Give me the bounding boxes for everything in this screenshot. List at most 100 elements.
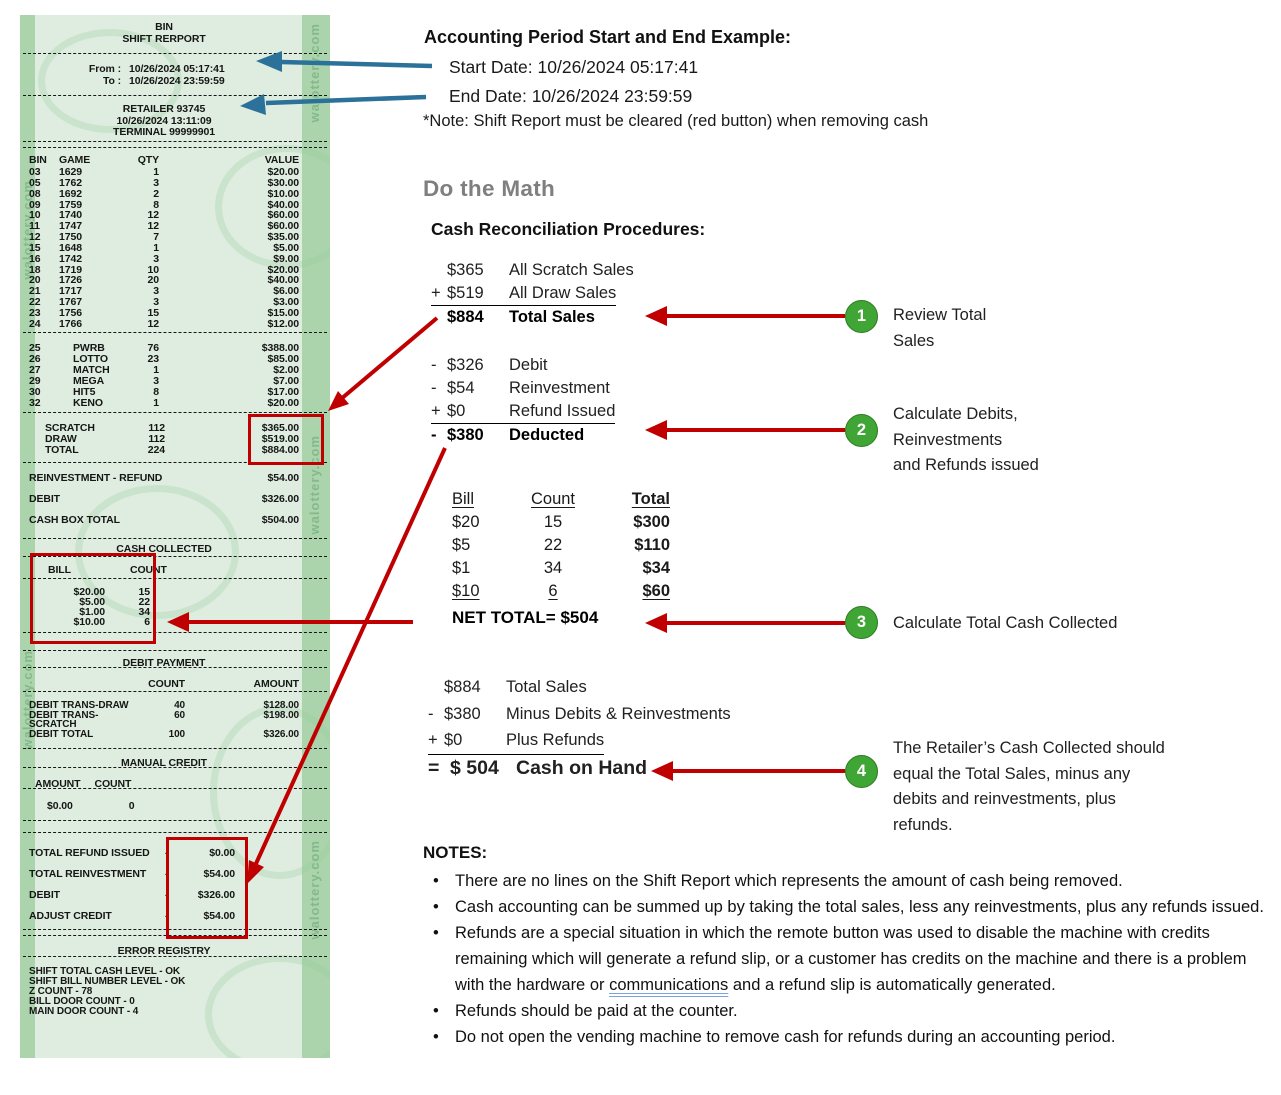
notes-heading: NOTES: [423, 843, 488, 862]
dashed-divider [23, 538, 327, 539]
do-the-math-heading: Do the Math [423, 176, 556, 201]
manual-amount-col: AMOUNT [35, 778, 81, 790]
dashed-divider [23, 820, 327, 821]
grammar-underlined-word: communications [609, 976, 729, 994]
adjustment-block: TOTAL REFUND ISSUED- $0.00 TOTAL REINVES… [29, 843, 299, 927]
watermark-swirl [38, 29, 182, 133]
step-3-caption: Calculate Total Cash Collected [893, 614, 1118, 632]
col-game: GAME [59, 154, 91, 166]
dashed-divider [23, 95, 327, 96]
adjustments-highlight-box [166, 837, 248, 939]
step-2-caption: Calculate Debits, Reinvestments and Refu… [893, 405, 1039, 474]
note-item: Refunds are a special situation in which… [433, 920, 1279, 998]
bill-col-label: BILL [48, 564, 71, 576]
to-label: To : [102, 75, 121, 87]
manual-credit-header: AMOUNT COUNT [29, 779, 299, 790]
clear-report-note: *Note: Shift Report must be cleared (red… [423, 112, 929, 130]
cash-table-row: $5 22 $110 [452, 536, 670, 554]
start-date-line: Start Date: 10/26/2024 05:17:41 [449, 57, 699, 77]
debit-row: DEBIT TRANS-SCRATCH 60$198.00 [29, 709, 299, 731]
total-header: Total [631, 490, 670, 508]
step-1-caption: Review Total Sales [893, 306, 987, 350]
summary-row: DEBIT$326.00 [29, 493, 299, 505]
from-value: 10/26/2024 05:17:41 [129, 63, 225, 75]
end-date-line: End Date: 10/26/2024 23:59:59 [449, 86, 693, 106]
arrow-step3-net-total [645, 613, 845, 633]
arrow-step2-deducted [645, 420, 845, 440]
debit-row: DEBIT TOTAL 100$326.00 [29, 728, 299, 740]
note-item: There are no lines on the Shift Report w… [433, 868, 1279, 894]
shift-report-receipt: walottery.com walottery.com walottery.co… [20, 15, 330, 1058]
dashed-divider [23, 650, 327, 651]
debit-amount-col: AMOUNT [253, 678, 300, 690]
watermark-text: walottery.com [307, 23, 322, 123]
dashed-divider [23, 748, 327, 749]
dashed-divider [23, 788, 327, 789]
cash-collected-highlight-box [30, 553, 156, 644]
totals-row: DRAW 112$519.00 [45, 433, 299, 445]
cash-table-row: $1 34 $34 [452, 559, 670, 577]
retailer-datetime: 10/26/2024 13:11:09 [116, 114, 212, 127]
summary-block: REINVESTMENT - REFUND$54.00 DEBIT$326.00… [29, 468, 299, 531]
col-bin: BIN [29, 154, 47, 166]
bin-table-header: BIN GAME QTY VALUE [29, 155, 299, 166]
receipt-title: BIN SHIFT RERPORT [29, 21, 299, 45]
manual-credit-row: $0.00 0 [29, 801, 299, 812]
receipt-title-line2: SHIFT RERPORT [122, 33, 206, 45]
step-2-badge: 2 [845, 414, 878, 447]
note-item: Refunds should be paid at the counter. [433, 998, 1279, 1024]
dashed-divider [23, 141, 327, 142]
notes-section: NOTES: There are no lines on the Shift R… [423, 840, 1279, 1050]
bill-count-header: BILL COUNT [29, 565, 299, 576]
error-registry-title: ERROR REGISTRY [117, 945, 211, 957]
debit-count-col: COUNT [148, 678, 185, 690]
cash-collected-table: Bill Count Total $20 15 $300 $5 22 $110 … [452, 488, 670, 628]
retailer-line: RETAILER 93745 [122, 103, 206, 115]
dashed-divider [23, 956, 327, 957]
net-total-line: NET TOTAL= $504 [452, 608, 599, 627]
watermark-swirl [215, 145, 330, 269]
dashed-divider [23, 767, 327, 768]
receipt-title-line1: BIN [155, 21, 173, 33]
error-registry-row: MAIN DOOR COUNT - 4 [29, 1006, 139, 1017]
watermark-text: walottery.com [307, 840, 322, 940]
manual-amount-value: $0.00 [47, 800, 73, 812]
totals-highlight-box [248, 414, 324, 465]
adjustment-row: TOTAL REFUND ISSUED- $0.00 [29, 847, 235, 859]
bill-header: Bill [452, 490, 475, 508]
dashed-divider [23, 832, 327, 833]
accounting-period-heading: Accounting Period Start and End Example: [424, 27, 792, 47]
cash-collected-title: CASH COLLECTED [116, 543, 212, 555]
dashed-divider [23, 929, 327, 930]
debit-payment-title: DEBIT PAYMENT [122, 657, 206, 669]
watermark-swirl [75, 485, 239, 619]
manual-count-value: 0 [128, 800, 135, 812]
dashed-divider [23, 147, 327, 148]
